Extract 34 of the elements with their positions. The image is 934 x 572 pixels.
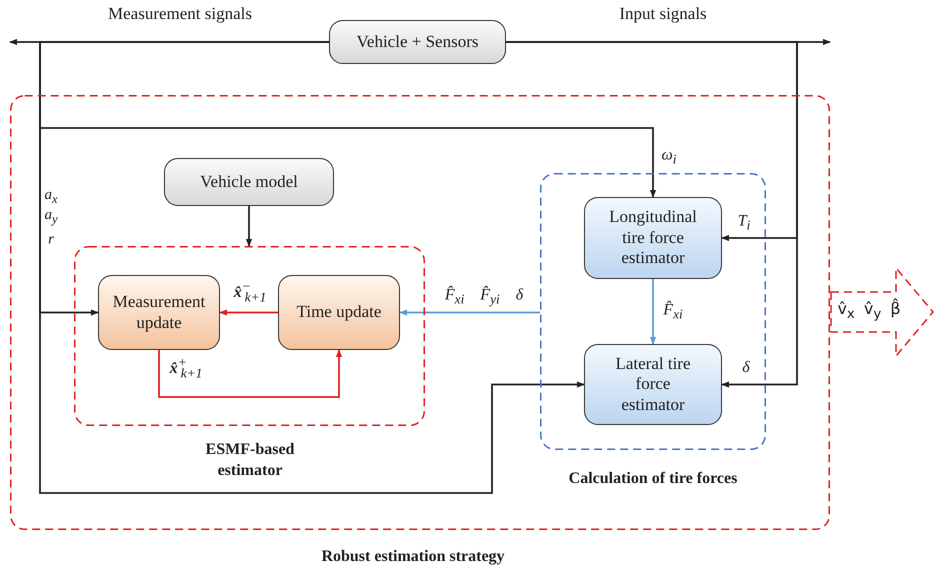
signal-label: r	[47, 232, 55, 248]
process-box	[164, 158, 334, 206]
connector-arrow	[650, 279, 656, 345]
output-arrow	[830, 266, 934, 358]
signal-label: a$_{y}$	[43, 207, 59, 227]
group-title: ESMF-based estimator	[204, 440, 296, 481]
process-box	[584, 197, 722, 279]
output-label: v̂$_{x}$ v̂$_{y}$ β̂	[837, 298, 901, 324]
connector-arrow	[158, 349, 342, 398]
connector-arrow	[246, 206, 252, 247]
edge-label: T$_{i}$	[736, 212, 752, 234]
connector-arrow	[399, 309, 540, 316]
box-label: Vehicle model	[200, 172, 298, 192]
process-box	[584, 344, 722, 425]
edge-label: ω$_{i}$	[660, 146, 678, 168]
box-label: Longitudinal tire force estimator	[608, 207, 698, 269]
connector-arrow	[219, 309, 278, 316]
group-title: Calculation of tire forces	[568, 469, 738, 489]
box-label: Lateral tire force estimator	[614, 354, 692, 416]
edge-label: δ	[741, 359, 751, 377]
process-box	[98, 275, 220, 350]
connector-arrow	[506, 41, 798, 388]
edge-label: F̂$_{xi}$ F̂$_{yi}$ δ	[444, 286, 524, 308]
signal-label: a$_{x}$	[43, 187, 59, 207]
edge-label: Measurement signals	[107, 4, 253, 24]
box-label: Measurement update	[112, 292, 206, 333]
edge-label: Input signals	[618, 4, 708, 24]
process-box	[278, 275, 400, 350]
process-box	[329, 20, 506, 64]
box-label: Time update	[296, 302, 382, 323]
box-label: Vehicle + Sensors	[356, 32, 478, 52]
edge-label: F̂$_{xi}$	[662, 301, 684, 323]
connector-arrow	[39, 41, 585, 494]
group-title: Robust estimation strategy	[320, 547, 506, 567]
